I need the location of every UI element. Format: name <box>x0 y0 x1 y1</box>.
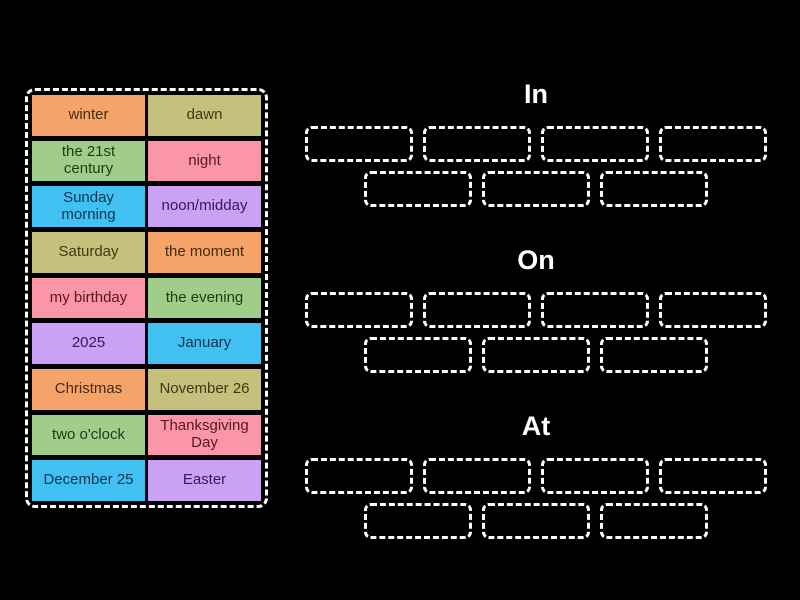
slot-row <box>302 126 770 162</box>
group-on: On <box>302 244 770 382</box>
drop-slot-in-1-1[interactable] <box>482 171 590 207</box>
tile-label: 2025 <box>71 334 106 352</box>
drop-slot-at-0-1[interactable] <box>423 458 531 494</box>
tile-label: my birthday <box>49 288 128 306</box>
drop-slot-at-0-0[interactable] <box>305 458 413 494</box>
tile-label: January <box>177 334 232 352</box>
drop-slot-on-0-3[interactable] <box>659 292 767 328</box>
group-at: At <box>302 410 770 548</box>
tile-label: Christmas <box>54 379 123 397</box>
tile-january[interactable]: January <box>148 323 261 364</box>
tile-november-26[interactable]: November 26 <box>148 369 261 410</box>
drop-slot-in-0-0[interactable] <box>305 126 413 162</box>
slot-row <box>302 292 770 328</box>
drop-slot-in-0-1[interactable] <box>423 126 531 162</box>
drop-slot-on-0-0[interactable] <box>305 292 413 328</box>
group-header-in: In <box>524 79 548 109</box>
tile-christmas[interactable]: Christmas <box>32 369 145 410</box>
tile-2025[interactable]: 2025 <box>32 323 145 364</box>
tile-label: winter <box>68 105 109 123</box>
drop-slot-at-1-2[interactable] <box>600 503 708 539</box>
drop-slot-on-1-1[interactable] <box>482 337 590 373</box>
drop-slot-on-1-2[interactable] <box>600 337 708 373</box>
tile-label: December 25 <box>43 471 134 489</box>
tile-label: two o'clock <box>52 425 125 443</box>
drop-slot-at-0-2[interactable] <box>541 458 649 494</box>
tile-night[interactable]: night <box>148 140 261 182</box>
drop-slot-at-1-0[interactable] <box>364 503 472 539</box>
tile-label: noon/midday <box>161 197 248 215</box>
drop-slot-on-0-1[interactable] <box>423 292 531 328</box>
tile-label: Easter <box>182 471 227 489</box>
tile-thanksgiving-day[interactable]: Thanksgiving Day <box>148 414 261 456</box>
tile-december-25[interactable]: December 25 <box>32 460 145 501</box>
group-header-on: On <box>517 245 555 275</box>
tile-label: the moment <box>164 242 245 260</box>
group-header-at: At <box>521 411 551 441</box>
drop-slot-in-0-3[interactable] <box>659 126 767 162</box>
drop-slot-on-0-2[interactable] <box>541 292 649 328</box>
tile-easter[interactable]: Easter <box>148 460 261 501</box>
tile-winter[interactable]: winter <box>32 95 145 136</box>
tile-label: November 26 <box>159 379 250 397</box>
tile-sunday-morning[interactable]: Sunday morning <box>32 186 145 227</box>
tile-label: Thanksgiving Day <box>160 417 249 451</box>
drop-slot-on-1-0[interactable] <box>364 337 472 373</box>
tile-noon-midday[interactable]: noon/midday <box>148 186 261 227</box>
slot-row <box>302 337 770 373</box>
tile-label: Saturday <box>58 242 119 260</box>
tile-label: the 21st century <box>61 143 116 177</box>
tile-label: night <box>188 151 221 169</box>
drop-slot-in-1-0[interactable] <box>364 171 472 207</box>
slot-row <box>302 171 770 207</box>
tile-dawn[interactable]: dawn <box>148 95 261 136</box>
drop-slot-at-0-3[interactable] <box>659 458 767 494</box>
tile-label: Sunday morning <box>61 188 116 223</box>
tile-my-birthday[interactable]: my birthday <box>32 277 145 319</box>
slot-row <box>302 458 770 494</box>
drop-slot-in-0-2[interactable] <box>541 126 649 162</box>
slot-row <box>302 503 770 539</box>
tile-the-evening[interactable]: the evening <box>148 277 261 319</box>
tile-the-21st-century[interactable]: the 21st century <box>32 140 145 182</box>
tile-label: the evening <box>165 288 244 306</box>
drop-slot-at-1-1[interactable] <box>482 503 590 539</box>
drop-slot-in-1-2[interactable] <box>600 171 708 207</box>
group-in: In <box>302 78 770 216</box>
tile-two-o-clock[interactable]: two o'clock <box>32 414 145 456</box>
tile-the-moment[interactable]: the moment <box>148 232 261 273</box>
tile-saturday[interactable]: Saturday <box>32 232 145 273</box>
tile-label: dawn <box>186 105 223 123</box>
